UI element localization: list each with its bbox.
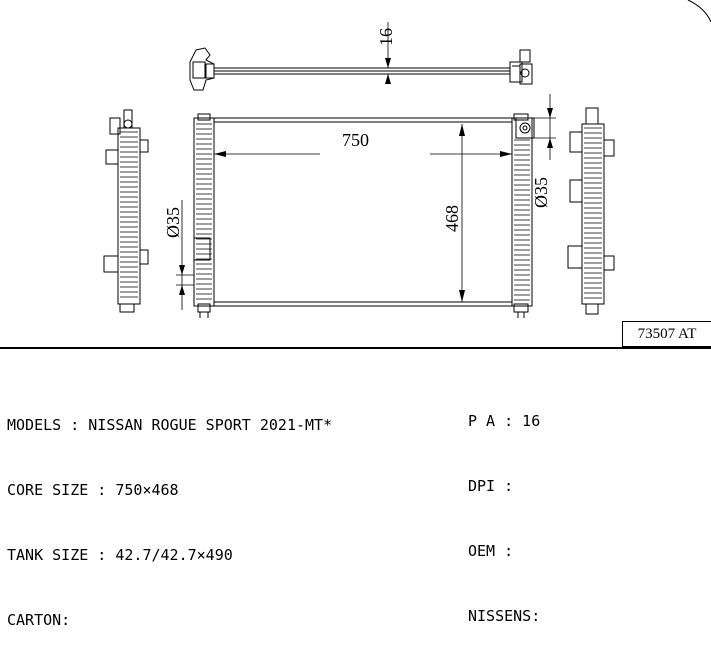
- right-side-view: [567, 107, 615, 315]
- dimension-lines: [176, 22, 556, 310]
- tank-size-line: TANK SIZE : 42.7/42.7×490: [7, 546, 233, 564]
- nissens-line: NISSENS:: [468, 607, 541, 625]
- spec-list: MODELS : NISSAN ROGUE SPORT 2021-MT* COR…: [7, 373, 332, 654]
- dim-top-label: 16: [376, 28, 396, 46]
- dim-right-dia-label: Ø35: [531, 177, 551, 208]
- oem-line: OEM :: [468, 542, 514, 560]
- tank-ribs: [196, 123, 530, 301]
- dim-height-label: 468: [442, 205, 462, 232]
- dim-left-dia-label: Ø35: [163, 207, 183, 238]
- left-side-view: [103, 109, 149, 313]
- pa-line: P A : 16: [468, 412, 541, 430]
- part-number-label: 73507 AT: [622, 321, 711, 347]
- codes-list: P A : 16 DPI : OEM : NISSENS:: [468, 369, 540, 650]
- dpi-line: DPI :: [468, 477, 514, 495]
- divider: [0, 347, 711, 349]
- carton-line: CARTON:: [7, 611, 71, 629]
- dimension-arrows: [179, 58, 553, 302]
- top-pipe: [189, 47, 533, 91]
- core-size-line: CORE SIZE : 750×468: [7, 481, 179, 499]
- radiator-core: [193, 113, 535, 318]
- models-line: MODELS : NISSAN ROGUE SPORT 2021-MT*: [7, 416, 333, 434]
- radiator-drawing: 16 750 468 Ø35 Ø35: [103, 0, 711, 318]
- dim-width-label: 750: [342, 130, 369, 150]
- corner-arc: [687, 0, 711, 23]
